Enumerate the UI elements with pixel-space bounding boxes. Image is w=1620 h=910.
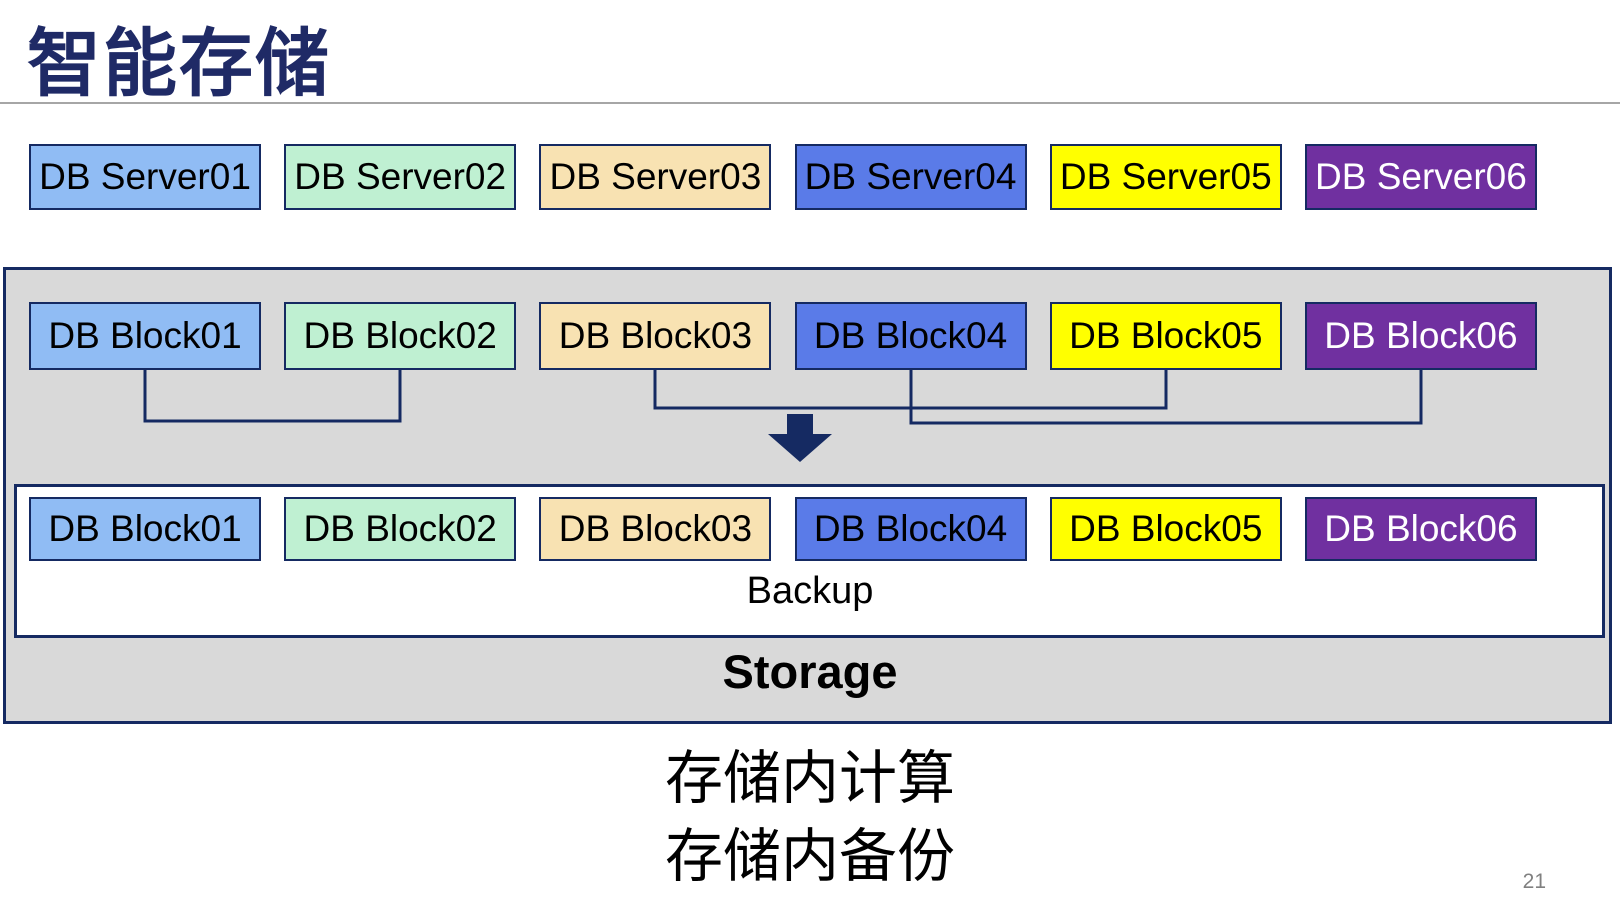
db-block-top-box-01: DB Block01 bbox=[29, 302, 261, 370]
db-server-box-06: DB Server06 bbox=[1304, 144, 1537, 210]
db-server-row: DB Server01 DB Server02 DB Server03 DB Serv… bbox=[29, 144, 1537, 210]
storage-label: Storage bbox=[722, 645, 898, 698]
db-block-top-box-05: DB Block05 bbox=[1049, 302, 1282, 370]
db-block-bottom-box-02: DB Block02 bbox=[284, 497, 517, 561]
page-number: 21 bbox=[1522, 870, 1546, 893]
db-server-box-02: DB Server02 bbox=[284, 144, 517, 210]
db-block-row-bottom: DB Block01 DB Block02 DB Block03 DB Block04… bbox=[29, 497, 1537, 561]
db-block-top-box-04: DB Block04 bbox=[794, 302, 1027, 370]
db-block-bottom-box-01: DB Block01 bbox=[29, 497, 261, 561]
db-server-box-04: DB Server04 bbox=[794, 144, 1027, 210]
db-block-bottom-box-03: DB Block03 bbox=[539, 497, 772, 561]
db-block-bottom-box-06: DB Block06 bbox=[1304, 497, 1537, 561]
caption: 存储内计算 存储内备份 bbox=[0, 740, 1620, 896]
db-block-bottom-box-04: DB Block04 bbox=[794, 497, 1027, 561]
caption-line1: 存储内计算 bbox=[664, 746, 955, 811]
db-block-top-box-03: DB Block03 bbox=[539, 302, 772, 370]
db-block-top-box-06: DB Block06 bbox=[1304, 302, 1537, 370]
db-server-box-01: DB Server01 bbox=[29, 144, 261, 210]
caption-line2: 存储内备份 bbox=[664, 824, 955, 889]
db-server-box-05: DB Server05 bbox=[1049, 144, 1282, 210]
db-block-row-top: DB Block01 DB Block02 DB Block03 DB Block04… bbox=[29, 302, 1537, 370]
title-divider bbox=[0, 102, 1620, 104]
db-block-top-box-02: DB Block02 bbox=[284, 302, 517, 370]
db-server-box-03: DB Server03 bbox=[539, 144, 772, 210]
slide-title: 智能存储 bbox=[27, 22, 331, 105]
backup-label: Backup bbox=[746, 570, 874, 612]
db-block-bottom-box-05: DB Block05 bbox=[1049, 497, 1282, 561]
